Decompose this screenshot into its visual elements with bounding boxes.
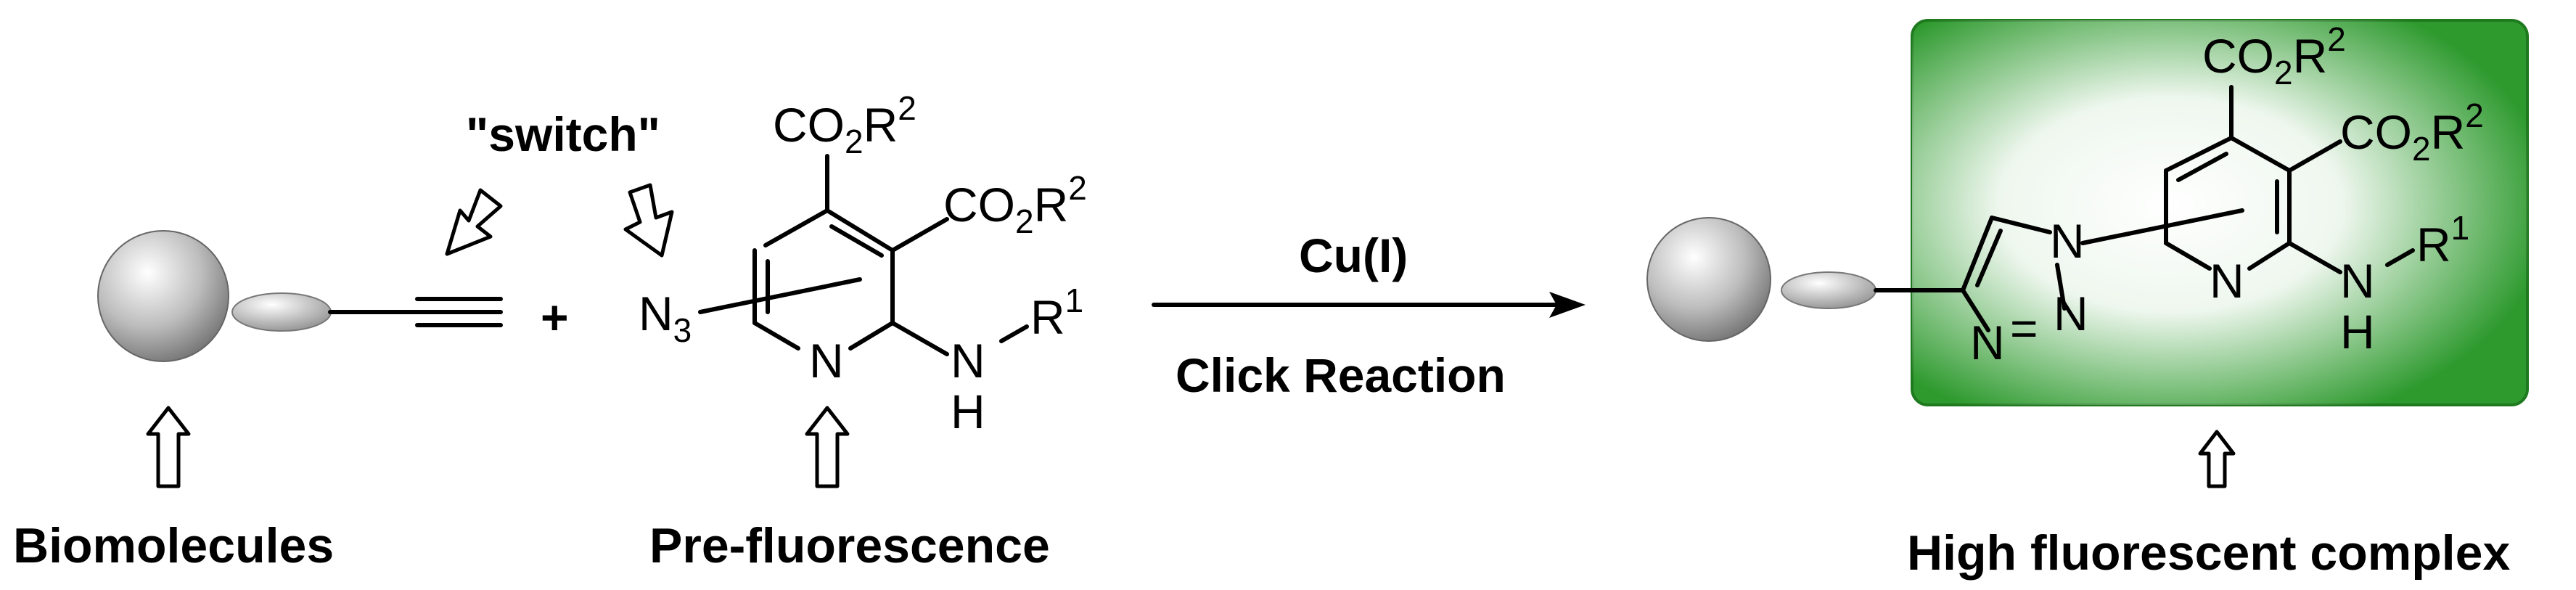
switch-arrow-azide xyxy=(623,183,674,258)
up-arrow-product xyxy=(2198,430,2236,488)
product-co2r2-right: CO xyxy=(2340,105,2412,159)
caption-biomolecules: Biomolecules xyxy=(13,518,334,573)
svg-text:R1: R1 xyxy=(1030,282,1083,344)
caption-pre-fluorescence: Pre-fluorescence xyxy=(649,518,1050,573)
reaction-type-label: Click Reaction xyxy=(1176,348,1506,402)
triazole-n1: N xyxy=(2050,214,2085,268)
svg-text:CO2R2: CO2R2 xyxy=(2202,20,2346,91)
svg-text:CO2R2: CO2R2 xyxy=(943,169,1087,240)
product-ring-nitrogen: N xyxy=(2210,254,2244,308)
reagent-co2r2-right: CO xyxy=(943,178,1015,232)
reagent-amine-hydrogen: H xyxy=(951,385,985,438)
product-amine-hydrogen: H xyxy=(2340,305,2375,358)
svg-text:N3: N3 xyxy=(639,287,692,349)
catalyst-label: Cu(I) xyxy=(1299,229,1408,282)
azide-label: N xyxy=(639,287,673,340)
switch-arrow-alkyne xyxy=(445,188,503,256)
triazole-n3: N xyxy=(1970,316,2005,369)
azidopyridine-reagent: N3 CO2R2 CO2R2 N N H R1 xyxy=(639,89,1087,438)
biomolecule-sphere xyxy=(97,230,229,362)
product-biomolecule-sphere xyxy=(1646,217,1771,342)
triazole-double-bond: = xyxy=(2010,301,2038,355)
product-co2r2-top: CO xyxy=(2202,29,2274,83)
reagent-co2r2-top: CO xyxy=(773,98,845,152)
svg-text:CO2R2: CO2R2 xyxy=(773,89,916,160)
up-arrow-biomolecule xyxy=(146,406,191,488)
svg-text:CO2R2: CO2R2 xyxy=(2340,97,2484,168)
product-amine-r1: R xyxy=(2416,218,2451,271)
reaction-arrow: Cu(I) Click Reaction xyxy=(1152,229,1586,402)
svg-text:R1: R1 xyxy=(2416,209,2469,271)
caption-high-fluorescent: High fluorescent complex xyxy=(1907,525,2510,581)
reagent-ring-nitrogen: N xyxy=(809,334,844,388)
up-arrow-prefluorescence xyxy=(805,406,850,488)
biomolecule-alkyne xyxy=(97,230,503,362)
product-linker-oval xyxy=(1781,271,1876,309)
product-complex: CO2R2 CO2R2 N N = N N N H R1 xyxy=(1646,19,2529,406)
triazole-n2: N xyxy=(2054,287,2088,340)
reagent-amine-r1: R xyxy=(1030,290,1065,344)
product-amine-nitrogen: N xyxy=(2340,254,2375,308)
switch-label: "switch" xyxy=(466,107,660,161)
plus-sign: + xyxy=(541,290,569,344)
linker-oval xyxy=(231,292,332,332)
reagent-amine-nitrogen: N xyxy=(951,334,985,388)
